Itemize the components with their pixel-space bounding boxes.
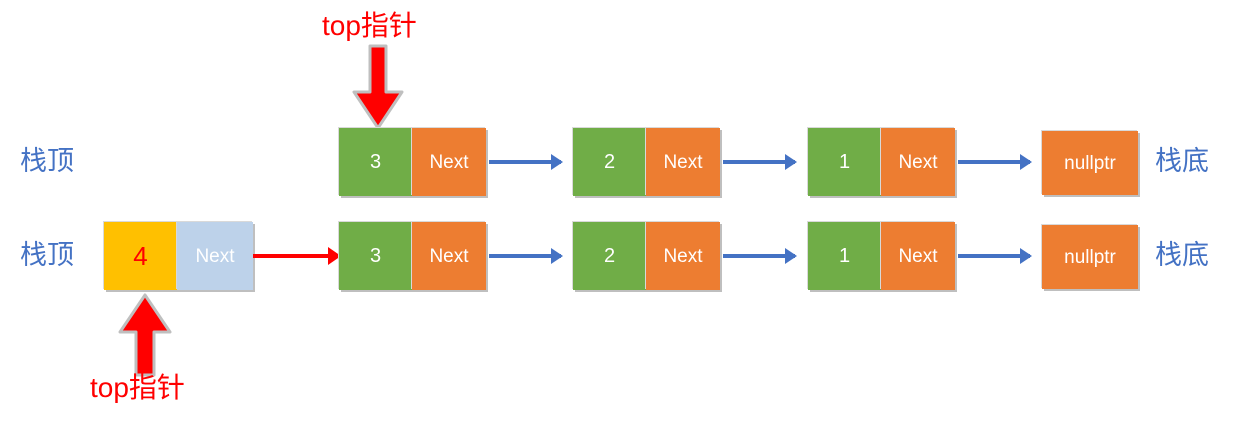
node-next-cell: Next xyxy=(412,222,486,290)
node-next-cell: Next xyxy=(412,128,486,196)
row-after-left-label: 栈顶 xyxy=(20,240,74,270)
node-value-cell: 3 xyxy=(339,222,412,290)
link-arrow xyxy=(958,160,1030,164)
null-terminator-cell: nullptr xyxy=(1042,225,1138,289)
link-arrow xyxy=(489,160,561,164)
node-value-cell: 3 xyxy=(339,128,412,196)
link-arrow xyxy=(723,160,795,164)
node-value-cell: 1 xyxy=(808,128,881,196)
link-arrow xyxy=(723,254,795,258)
null-terminator-cell: nullptr xyxy=(1042,131,1138,195)
row-before-left-label: 栈顶 xyxy=(20,146,74,176)
top-pointer-arrow-down-icon xyxy=(352,44,404,130)
new-node-value-cell: 4 xyxy=(104,222,177,290)
top-pointer-arrow-up-icon xyxy=(118,293,172,377)
row-before-right-label: 栈底 xyxy=(1155,146,1209,176)
node-value-cell: 2 xyxy=(573,128,646,196)
node-next-cell: Next xyxy=(881,222,955,290)
node-next-cell: Next xyxy=(881,128,955,196)
node-value-cell: 2 xyxy=(573,222,646,290)
top-pointer-label-before: top指针 xyxy=(322,10,417,41)
new-node-next-cell: Next xyxy=(177,222,253,290)
link-arrow xyxy=(489,254,561,258)
node-next-cell: Next xyxy=(646,222,720,290)
top-pointer-label-after: top指针 xyxy=(90,372,185,403)
new-link-arrow xyxy=(253,254,339,258)
row-after-right-label: 栈底 xyxy=(1155,240,1209,270)
link-arrow xyxy=(958,254,1030,258)
node-value-cell: 1 xyxy=(808,222,881,290)
node-next-cell: Next xyxy=(646,128,720,196)
